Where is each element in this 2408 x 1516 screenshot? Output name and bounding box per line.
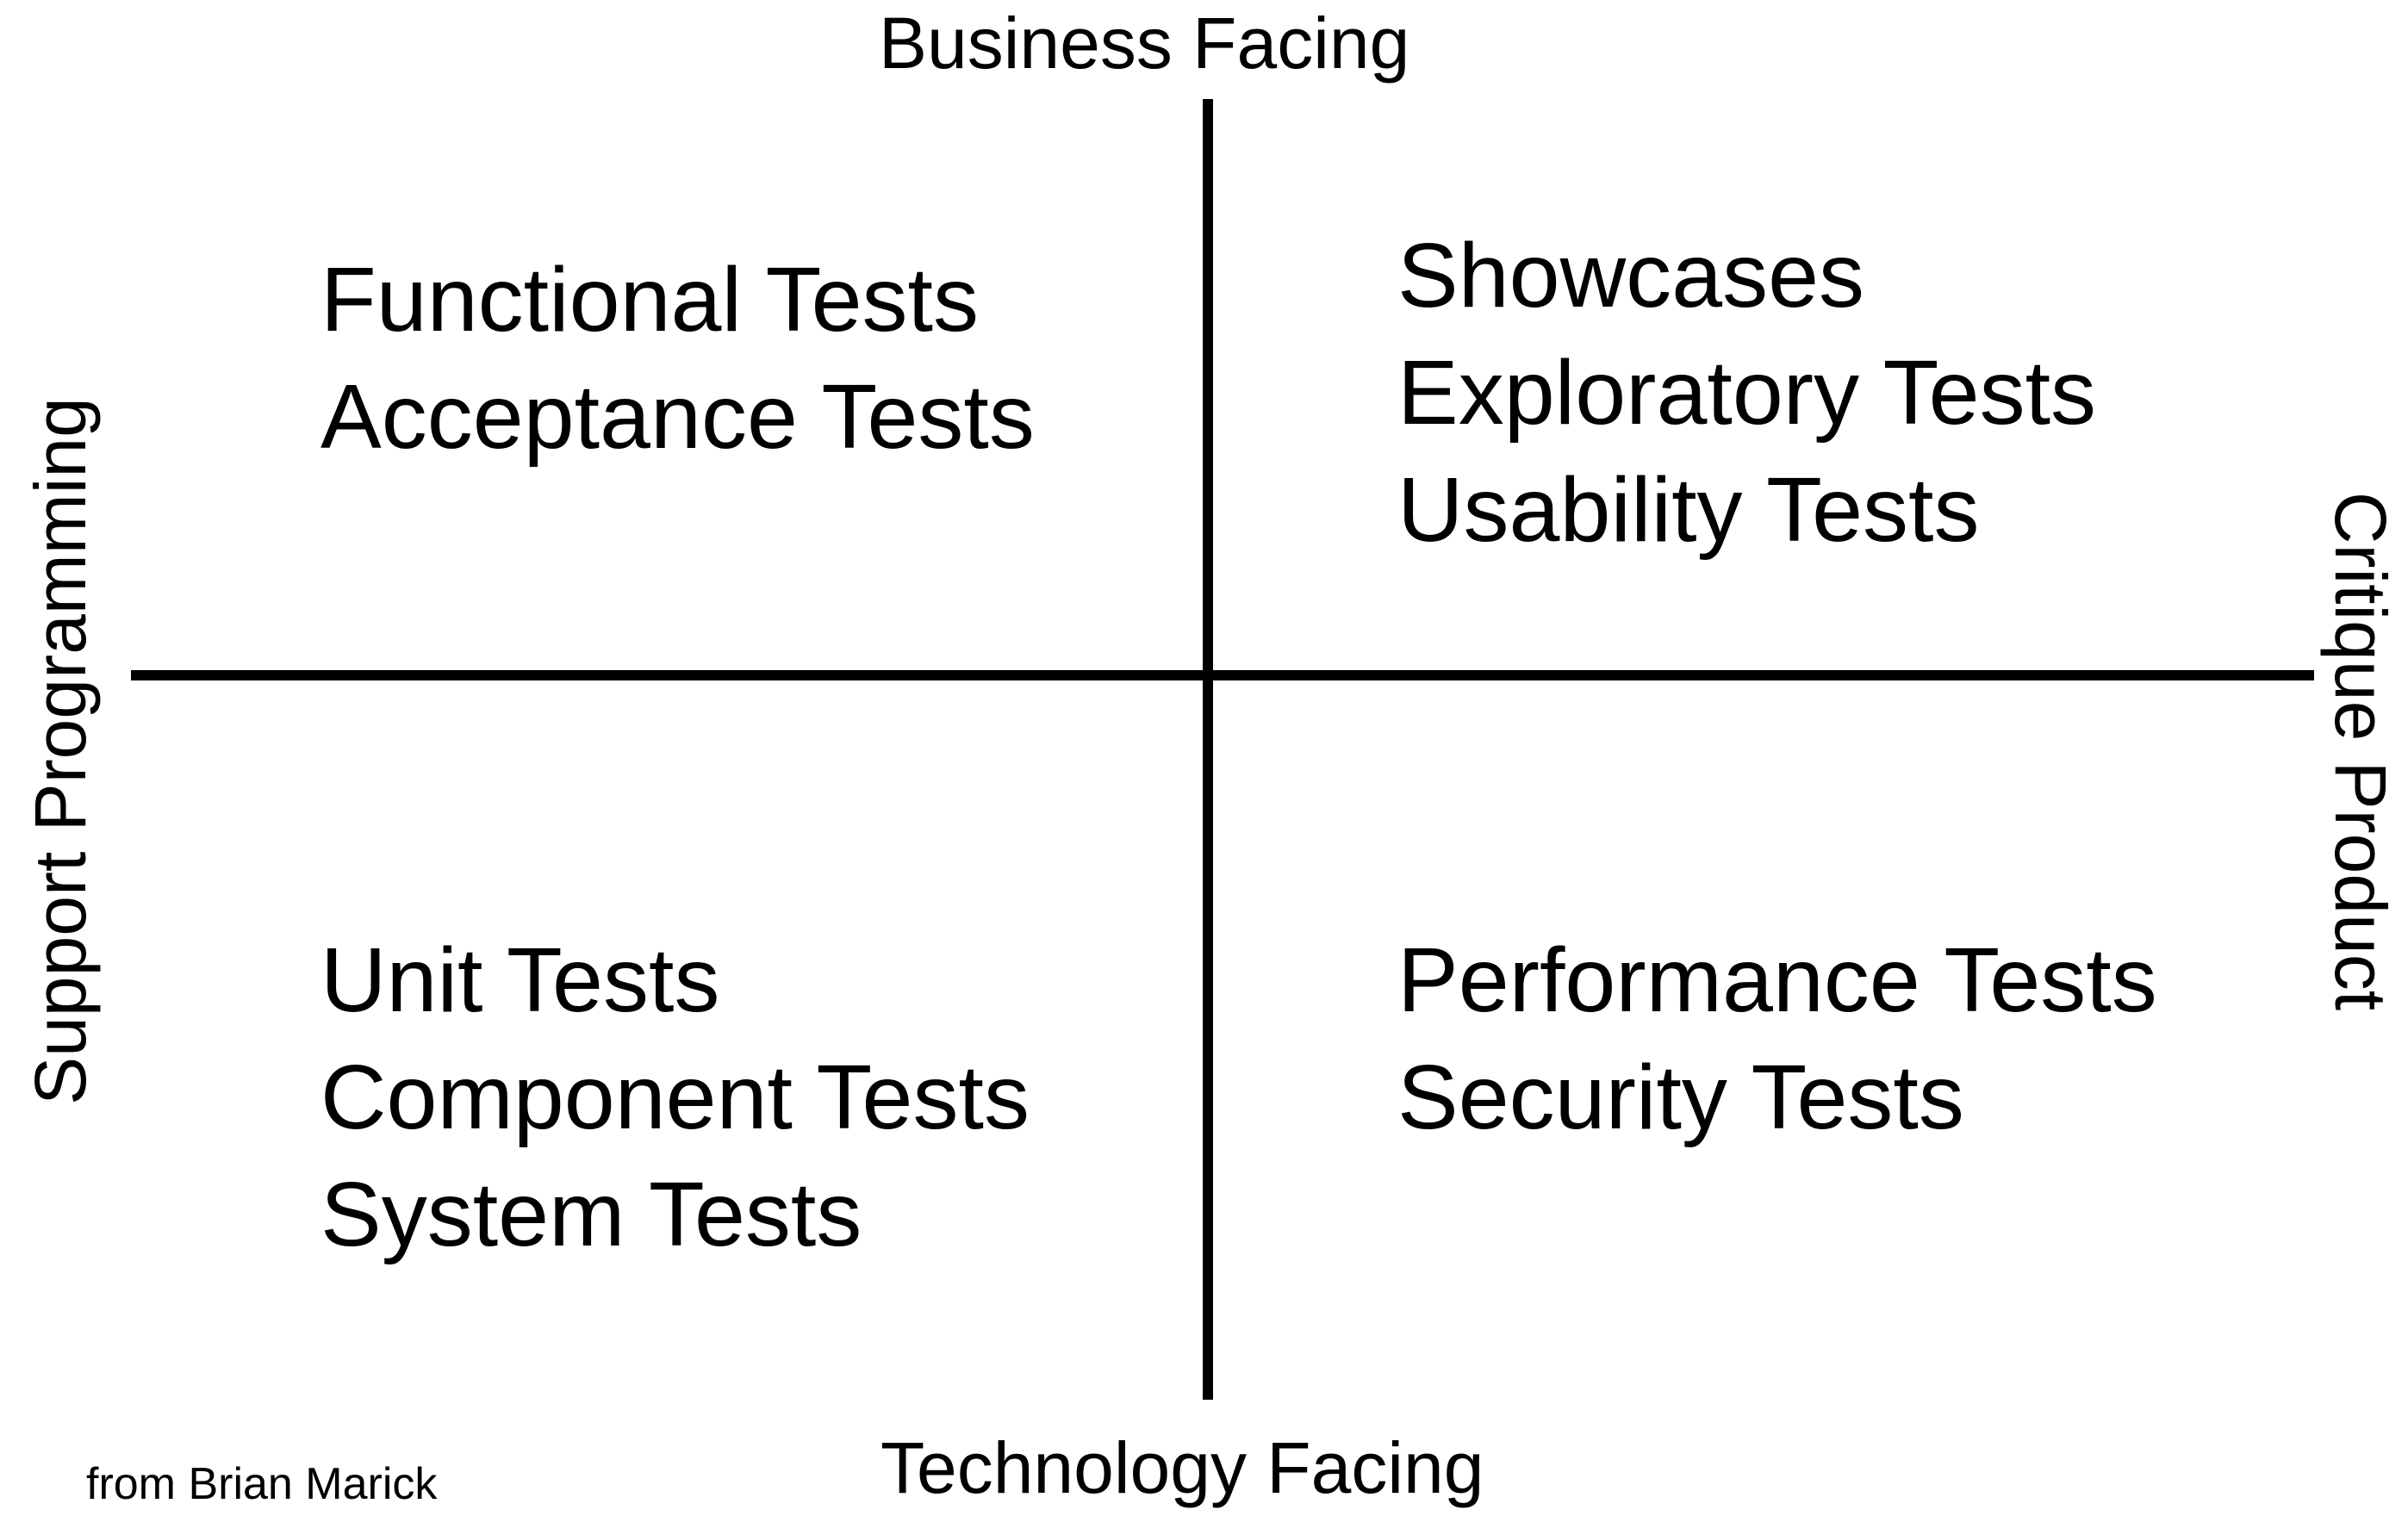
quadrant-top-left: Functional Tests Acceptance Tests (320, 241, 1148, 475)
quadrant-item: Exploratory Tests (1397, 342, 2097, 444)
horizontal-axis-line (131, 670, 2314, 680)
quadrant-item: Usability Tests (1397, 459, 1980, 561)
quadrant-top-right: Showcases Exploratory Tests Usability Te… (1397, 217, 2259, 568)
quadrant-item: Showcases (1397, 225, 1865, 326)
vertical-axis-line (1203, 99, 1213, 1400)
quadrant-item: Functional Tests (320, 249, 979, 351)
source-credit: from Brian Marick (86, 1459, 438, 1509)
axis-label-right: Critique Product (2320, 491, 2401, 1011)
quadrant-item: Security Tests (1397, 1047, 1964, 1148)
quadrant-item: Performance Tests (1397, 929, 2157, 1031)
axis-label-bottom: Technology Facing (880, 1427, 1484, 1508)
axis-label-top: Business Facing (879, 3, 1410, 84)
quadrant-item: System Tests (320, 1164, 862, 1265)
quadrant-item: Acceptance Tests (320, 366, 1035, 468)
quadrant-bottom-left: Unit Tests Component Tests System Tests (320, 922, 1148, 1273)
quadrant-item: Unit Tests (320, 929, 720, 1031)
quadrant-item: Component Tests (320, 1047, 1030, 1148)
quadrant-bottom-right: Performance Tests Security Tests (1397, 922, 2311, 1156)
axis-label-left: Support Programming (20, 397, 101, 1105)
